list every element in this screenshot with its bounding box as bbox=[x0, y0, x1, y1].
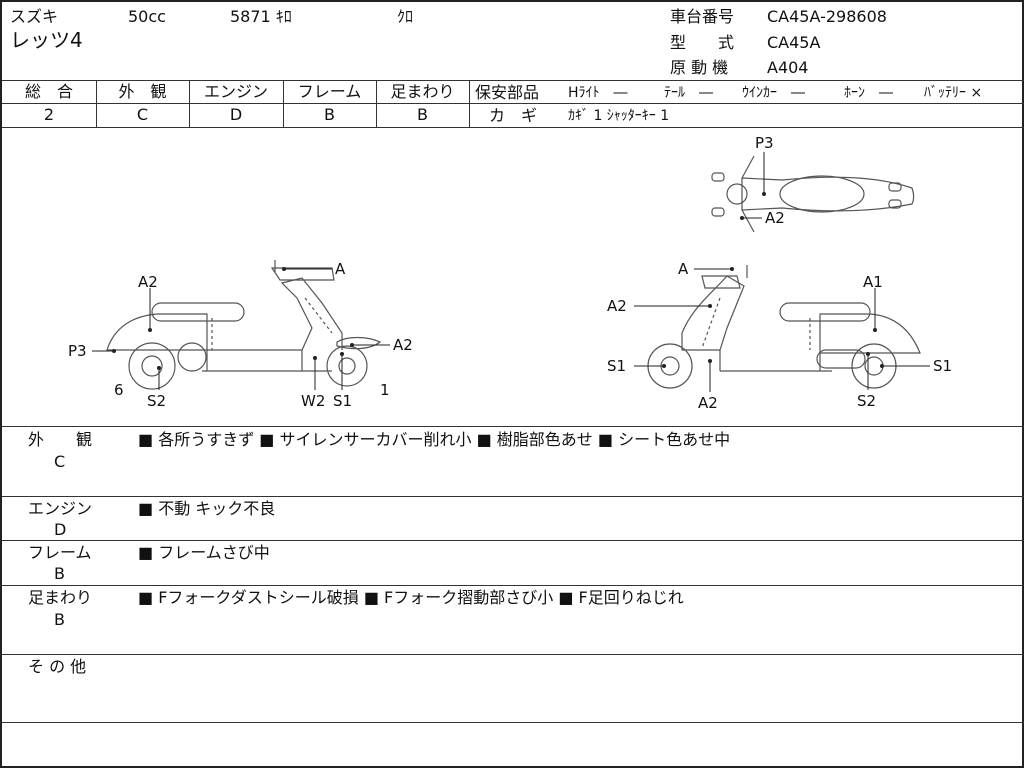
label-top-p3: P3 bbox=[755, 134, 774, 152]
left-seat bbox=[151, 302, 245, 322]
label-left-6: 6 bbox=[114, 381, 124, 399]
top-body bbox=[741, 176, 915, 212]
left-handlebar bbox=[270, 267, 335, 281]
grade-frame-value: B bbox=[324, 105, 335, 124]
remark-exterior-grade: C bbox=[54, 452, 66, 471]
grade-overall-label: 総 合 bbox=[24, 82, 73, 101]
label-left-s1: S1 bbox=[333, 392, 352, 410]
safety-parts-label: 保安部品 bbox=[475, 83, 540, 102]
remark-suspension-title: 足まわり bbox=[28, 588, 93, 607]
grade-overall-value: 2 bbox=[43, 105, 55, 124]
scooter-diagram: A2 A P3 A2 6 S2 W2 S1 1 A A1 A2 S1 S1 A2… bbox=[68, 134, 952, 412]
engine-model-value: A404 bbox=[767, 58, 809, 77]
label-right-a2-floor: A2 bbox=[698, 394, 718, 412]
grade-engine-label: エンジン bbox=[203, 82, 268, 101]
left-rear-body bbox=[106, 313, 208, 351]
label-left-a-handle: A bbox=[335, 260, 346, 278]
right-handlebar bbox=[701, 275, 741, 289]
left-front-body bbox=[207, 277, 343, 351]
label-right-s2: S2 bbox=[857, 392, 876, 410]
label-left-s2: S2 bbox=[147, 392, 166, 410]
grade-engine-value: D bbox=[229, 105, 243, 124]
remark-suspension-text: ■ Fフォークダストシール破損 ■ Fフォーク摺動部さび小 ■ F足回りねじれ bbox=[138, 588, 684, 607]
remark-frame-text: ■ フレームさび中 bbox=[138, 543, 270, 562]
top-seat bbox=[779, 175, 865, 213]
model-type-label: 型 式 bbox=[670, 33, 735, 52]
remark-suspension-grade: B bbox=[54, 610, 65, 629]
label-right-a2-front: A2 bbox=[607, 297, 627, 315]
model-name: レッツ4 bbox=[10, 28, 83, 52]
remark-other-title: そ の 他 bbox=[28, 657, 87, 676]
remark-engine-grade: D bbox=[54, 520, 67, 539]
label-right-a1: A1 bbox=[863, 273, 883, 291]
grade-exterior-value: C bbox=[136, 105, 149, 124]
right-seat bbox=[779, 302, 871, 322]
color: ｸﾛ bbox=[397, 7, 414, 26]
model-type-value: CA45A bbox=[767, 33, 821, 52]
label-right-s1-rear: S1 bbox=[933, 357, 952, 375]
mileage: 5871 ｷﾛ bbox=[230, 7, 292, 26]
safety-item-taillight: ﾃｰﾙ ― bbox=[664, 85, 713, 101]
safety-item-headlight: Hﾗｲﾄ ― bbox=[568, 85, 628, 101]
right-rear-body bbox=[819, 313, 921, 354]
remark-engine-title: エンジン bbox=[28, 499, 93, 518]
maker: スズキ bbox=[10, 7, 59, 26]
grade-frame-label: フレーム bbox=[297, 82, 362, 101]
label-left-a2-seat: A2 bbox=[138, 273, 158, 291]
label-right-a-handle: A bbox=[678, 260, 689, 278]
displacement: 50cc bbox=[128, 7, 166, 26]
label-left-a2-front: A2 bbox=[393, 336, 413, 354]
remark-exterior-text: ■ 各所うすきず ■ サイレンサーカバー削れ小 ■ 樹脂部色あせ ■ シート色あ… bbox=[138, 430, 731, 449]
grade-exterior-label: 外 観 bbox=[118, 82, 167, 101]
label-right-s1-front: S1 bbox=[607, 357, 626, 375]
engine-model-label: 原 動 機 bbox=[670, 58, 729, 77]
key-value: ｶｷﾞ 1 ｼｬｯﾀｰｷｰ 1 bbox=[568, 108, 670, 124]
remark-exterior-title: 外 観 bbox=[28, 430, 93, 449]
remark-engine-text: ■ 不動 キック不良 bbox=[138, 499, 276, 518]
label-left-w2: W2 bbox=[301, 392, 325, 410]
frame-number-value: CA45A-298608 bbox=[767, 7, 887, 26]
right-front-body bbox=[681, 275, 745, 351]
remark-frame-title: フレーム bbox=[28, 543, 92, 562]
grade-suspension-value: B bbox=[417, 105, 428, 124]
label-top-a2: A2 bbox=[765, 209, 785, 227]
safety-item-battery: ﾊﾞｯﾃﾘｰ × bbox=[924, 85, 983, 101]
frame-number-label: 車台番号 bbox=[670, 7, 735, 26]
safety-item-winker: ｳｲﾝｶｰ ― bbox=[742, 85, 805, 101]
key-label: カ ギ bbox=[489, 106, 538, 125]
label-left-1: 1 bbox=[380, 381, 390, 399]
remark-frame-grade: B bbox=[54, 564, 65, 583]
label-left-p3: P3 bbox=[68, 342, 87, 360]
grade-suspension-label: 足まわり bbox=[390, 82, 455, 101]
safety-item-horn: ﾎｰﾝ ― bbox=[844, 85, 893, 101]
